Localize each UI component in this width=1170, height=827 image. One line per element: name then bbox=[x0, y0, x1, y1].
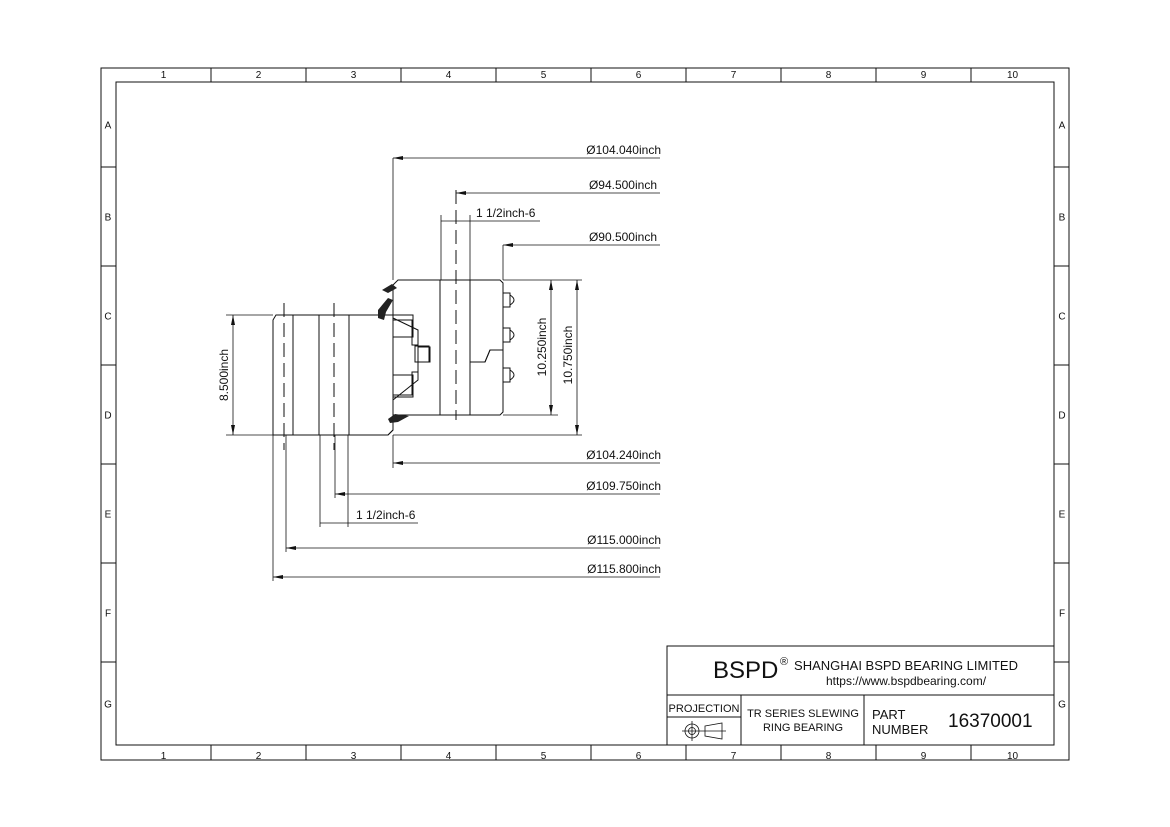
column-label: 2 bbox=[256, 70, 262, 81]
column-label: 4 bbox=[446, 70, 452, 81]
part-label-1: PART bbox=[872, 707, 906, 722]
row-label: F bbox=[105, 609, 111, 620]
column-label: 9 bbox=[921, 751, 927, 762]
company-website: https://www.bspdbearing.com/ bbox=[826, 674, 987, 688]
dim-thread-top: 1 1/2inch-6 bbox=[476, 206, 536, 220]
product-line1: TR SERIES SLEWING bbox=[747, 708, 859, 720]
column-label: 5 bbox=[541, 70, 547, 81]
column-label: 10 bbox=[1007, 751, 1019, 762]
row-label: B bbox=[105, 213, 112, 224]
row-label: G bbox=[1058, 700, 1066, 711]
inner-ring-section bbox=[378, 279, 515, 423]
column-label: 10 bbox=[1007, 70, 1019, 81]
row-label: A bbox=[1059, 121, 1066, 132]
column-label: 6 bbox=[636, 751, 642, 762]
dim-height-8-500: 8.500inch bbox=[217, 349, 231, 401]
dim-height-10-250: 10.250inch bbox=[535, 318, 549, 377]
outer-border bbox=[100, 67, 1070, 761]
product-line2: RING BEARING bbox=[763, 722, 843, 734]
inner-border bbox=[115, 81, 1055, 746]
column-label: 1 bbox=[161, 70, 167, 81]
row-label: B bbox=[1059, 213, 1066, 224]
centre-lines bbox=[283, 190, 457, 450]
projection-symbol-icon bbox=[682, 721, 726, 741]
column-label: 4 bbox=[446, 751, 452, 762]
row-label: C bbox=[104, 312, 111, 323]
part-number: 16370001 bbox=[948, 711, 1033, 732]
dim-d115-000: Ø115.000inch bbox=[587, 533, 661, 547]
company-logo: BSPD bbox=[713, 657, 778, 684]
seals bbox=[378, 284, 409, 423]
column-label: 5 bbox=[541, 751, 547, 762]
column-label: 1 bbox=[161, 751, 167, 762]
dim-d90-500: Ø90.500inch bbox=[589, 230, 657, 244]
row-label: D bbox=[1058, 411, 1065, 422]
column-label: 3 bbox=[351, 751, 357, 762]
row-label: D bbox=[104, 411, 111, 422]
projection-label: PROJECTION bbox=[669, 703, 740, 715]
dim-d104-040: Ø104.040inch bbox=[586, 143, 661, 157]
company-name: SHANGHAI BSPD BEARING LIMITED bbox=[794, 658, 1018, 673]
dim-d109-750: Ø109.750inch bbox=[586, 479, 661, 493]
row-label: F bbox=[1059, 609, 1065, 620]
row-label: E bbox=[1059, 510, 1066, 521]
column-label: 2 bbox=[256, 751, 262, 762]
dim-d115-800: Ø115.800inch bbox=[587, 562, 661, 576]
registered-mark: ® bbox=[780, 656, 788, 668]
row-label: A bbox=[105, 121, 112, 132]
dim-thread-bottom: 1 1/2inch-6 bbox=[356, 508, 416, 522]
row-label: C bbox=[1058, 312, 1065, 323]
arrowheads bbox=[231, 156, 579, 579]
column-label: 7 bbox=[731, 70, 737, 81]
row-label: E bbox=[105, 510, 112, 521]
column-label: 3 bbox=[351, 70, 357, 81]
title-block: BSPD ® SHANGHAI BSPD BEARING LIMITED htt… bbox=[666, 645, 1055, 746]
column-label: 8 bbox=[826, 751, 832, 762]
dim-height-10-750: 10.750inch bbox=[561, 326, 575, 385]
column-label: 7 bbox=[731, 751, 737, 762]
dimension-lines bbox=[226, 157, 660, 581]
column-label: 8 bbox=[826, 70, 832, 81]
column-label: 6 bbox=[636, 70, 642, 81]
column-label: 9 bbox=[921, 70, 927, 81]
dim-d104-240: Ø104.240inch bbox=[586, 448, 661, 462]
part-label-2: NUMBER bbox=[872, 722, 928, 737]
dim-d94-500: Ø94.500inch bbox=[589, 178, 657, 192]
row-label: G bbox=[104, 700, 112, 711]
bolt-heads bbox=[502, 292, 515, 383]
